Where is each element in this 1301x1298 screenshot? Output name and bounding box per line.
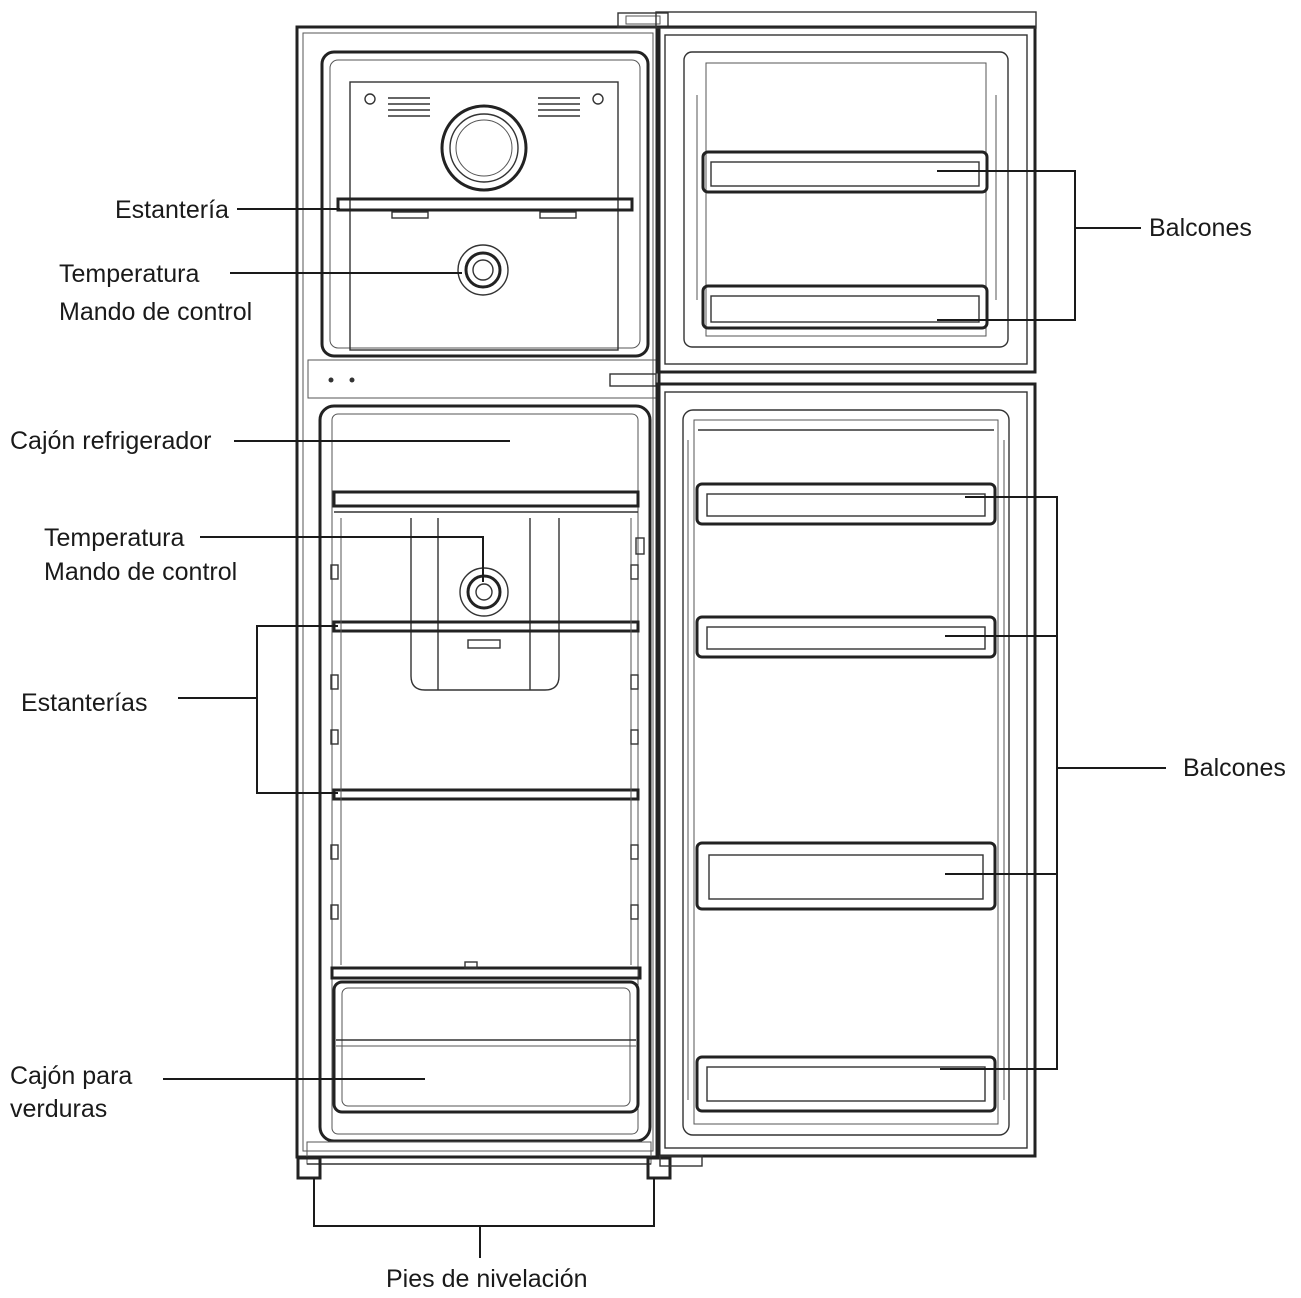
label-pies-nivelacion: Pies de nivelación bbox=[386, 1265, 588, 1293]
fridge-door-balcony-3 bbox=[697, 843, 995, 909]
label-temperatura-freezer: Temperatura bbox=[59, 260, 199, 288]
label-balcones-top: Balcones bbox=[1149, 214, 1252, 242]
fridge-door-balcony-1 bbox=[697, 484, 995, 524]
label-mando-fridge: Mando de control bbox=[44, 558, 237, 586]
crisper-drawer bbox=[334, 982, 638, 1112]
freezer-compartment bbox=[322, 52, 648, 356]
label-mando-freezer: Mando de control bbox=[59, 298, 252, 326]
label-cajon-verduras-2: verduras bbox=[10, 1095, 107, 1123]
fridge-compartment bbox=[320, 406, 650, 1141]
freezer-door-balcony-2 bbox=[703, 286, 987, 328]
label-cajon-refrigerador: Cajón refrigerador bbox=[10, 427, 212, 455]
label-estanterias: Estanterías bbox=[21, 689, 147, 717]
fridge-door bbox=[657, 384, 1035, 1166]
freezer-vent-left bbox=[388, 98, 430, 116]
leveling-feet bbox=[298, 1142, 670, 1178]
freezer-fan bbox=[442, 106, 526, 190]
compartment-divider bbox=[308, 360, 656, 398]
label-estanteria: Estantería bbox=[115, 196, 229, 224]
label-temperatura-fridge: Temperatura bbox=[44, 524, 184, 552]
freezer-shelf bbox=[338, 199, 632, 210]
cabinet bbox=[297, 13, 668, 1157]
labels: Estantería Temperatura Mando de control … bbox=[10, 196, 1286, 1293]
freezer-door bbox=[656, 12, 1036, 372]
label-balcones-bottom: Balcones bbox=[1183, 754, 1286, 782]
fridge-shelf-2 bbox=[334, 790, 638, 799]
fridge-control-housing bbox=[411, 518, 559, 690]
freezer-vent-right bbox=[538, 98, 580, 116]
crisper-cover bbox=[332, 968, 640, 978]
fridge-door-balcony-4 bbox=[697, 1057, 995, 1111]
chiller-drawer bbox=[334, 492, 638, 512]
freezer-control-knob bbox=[458, 245, 508, 295]
label-cajon-verduras-1: Cajón para bbox=[10, 1062, 132, 1090]
fridge-shelf-1 bbox=[334, 622, 638, 631]
